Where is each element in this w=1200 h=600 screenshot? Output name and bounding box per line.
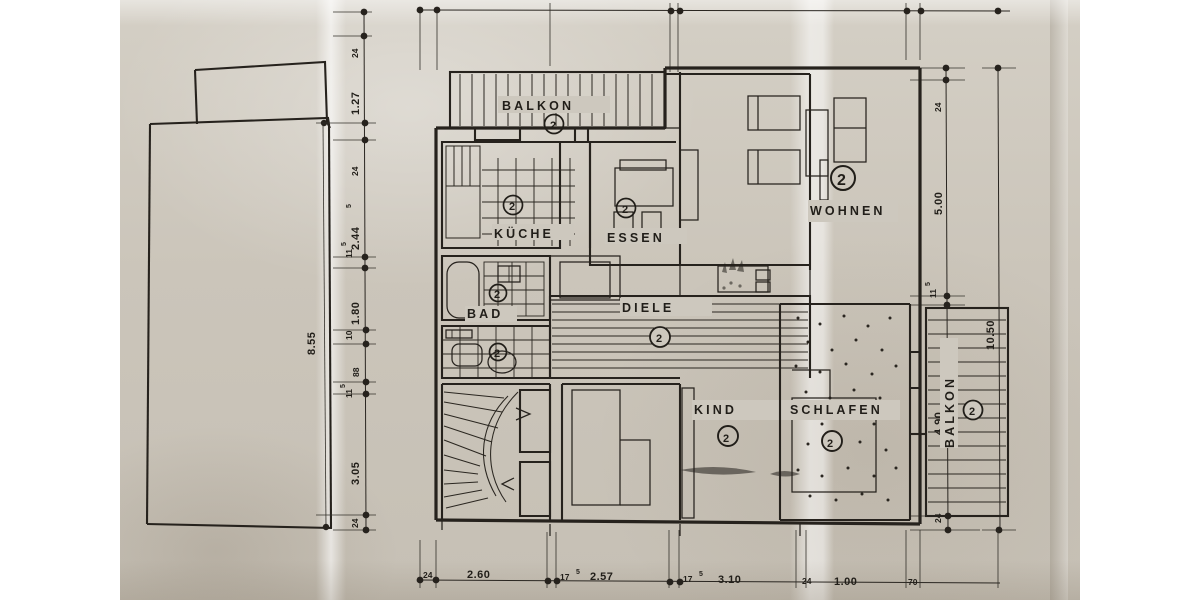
dim-bottom-0: 24 [423, 570, 433, 580]
room-kueche: KÜCHE 2 [440, 140, 592, 250]
dim-right-overall: 10.50 [985, 320, 997, 350]
room-wohnen: WOHNEN 2 [665, 72, 898, 270]
dim-left-overall: 8.55 [306, 332, 318, 355]
room-marker-balkon-sued: 2 [969, 406, 976, 418]
room-label-essen: ESSEN [607, 231, 665, 245]
room-balkon-sued: BALKON 2 [910, 306, 1010, 518]
room-marker-bad: 2 [494, 289, 501, 301]
room-schlafen: SCHLAFEN 2 [770, 302, 912, 522]
dim-left-4-sup: 5 [341, 242, 348, 246]
room-balkon-nord: BALKON 2 [448, 70, 667, 144]
left-dimension-lines: 24 1.27 24 2.44 5 11 5 1.80 10 88 11 5 3… [306, 8, 376, 534]
dim-bottom-4-sup: 5 [699, 571, 703, 578]
room-kind: KIND 2 [560, 382, 790, 520]
room-label-kueche: KÜCHE [494, 226, 554, 241]
room-label-balkon-nord: BALKON [502, 99, 574, 113]
dim-left-7: 88 [351, 367, 361, 377]
room-label-schlafen: SCHLAFEN [790, 403, 883, 417]
room-marker-wc: 2 [494, 348, 501, 360]
room-label-kind: KIND [694, 403, 737, 417]
entry-scribble [722, 258, 744, 290]
scanned-paper-sheet: 24 1.27 24 2.44 5 11 5 1.80 10 88 11 5 3… [120, 0, 1080, 600]
dim-left-9: 3.05 [350, 462, 362, 485]
dim-left-3-sup: 5 [346, 204, 353, 208]
dim-bottom-8: 70 [908, 577, 918, 587]
dim-left-8-sup: 5 [340, 384, 347, 388]
dim-bottom-1: 2.60 [467, 569, 490, 581]
room-marker-kind: 2 [723, 433, 730, 445]
room-label-bad: BAD [467, 307, 503, 321]
dim-left-1: 1.27 [350, 92, 362, 115]
dim-left-5: 1.80 [350, 302, 362, 325]
dim-left-8: 11 [344, 389, 354, 398]
dim-right-1: 5.00 [933, 192, 945, 215]
room-marker-essen: 2 [622, 204, 629, 216]
room-marker-diele: 2 [656, 333, 663, 345]
room-wc: 2 [440, 324, 552, 380]
dim-left-3: 2.44 [350, 226, 362, 250]
door-and-wall-details [441, 127, 811, 536]
room-marker-wohnen: 2 [837, 172, 846, 189]
dim-bottom-3: 2.57 [590, 571, 613, 583]
dim-bottom-7: 1.00 [834, 576, 857, 588]
room-label-wohnen: WOHNEN [810, 204, 886, 218]
dim-bottom-4: 17 [683, 574, 693, 584]
room-diele: DIELE 2 [548, 258, 812, 380]
staircase [440, 382, 552, 520]
dim-right-4: 24 [933, 513, 943, 523]
room-essen: ESSEN 2 [588, 138, 699, 267]
room-label-balkon-sued: BALKON [943, 376, 957, 448]
dim-left-4: 11 [344, 249, 354, 258]
floor-plan-drawing: 24 1.27 24 2.44 5 11 5 1.80 10 88 11 5 3… [145, 3, 1016, 588]
dim-left-10: 24 [350, 518, 360, 528]
bottom-dimension-line: 24 2.60 17 5 2.57 17 5 3.10 24 1.00 70 [416, 530, 1001, 588]
room-marker-schlafen: 2 [827, 438, 834, 450]
top-dimension-line [416, 3, 1011, 72]
dim-bottom-5: 3.10 [718, 574, 741, 586]
room-marker-balkon-nord: 2 [550, 120, 557, 132]
dim-left-6: 10 [344, 330, 354, 340]
adjacent-building-outline [145, 60, 333, 530]
dim-right-2-sup: 5 [925, 282, 932, 286]
room-bad: BAD 2 [440, 254, 621, 322]
dim-left-2: 24 [350, 166, 360, 176]
room-label-diele: DIELE [622, 301, 674, 315]
dim-right-2: 11 [928, 289, 938, 298]
dim-bottom-2: 17 [560, 572, 570, 582]
dim-bottom-2-sup: 5 [576, 569, 580, 576]
dim-bottom-6: 24 [802, 576, 812, 586]
room-marker-kueche: 2 [509, 201, 516, 213]
dim-right-0: 24 [933, 102, 943, 112]
dim-left-0: 24 [350, 48, 360, 58]
